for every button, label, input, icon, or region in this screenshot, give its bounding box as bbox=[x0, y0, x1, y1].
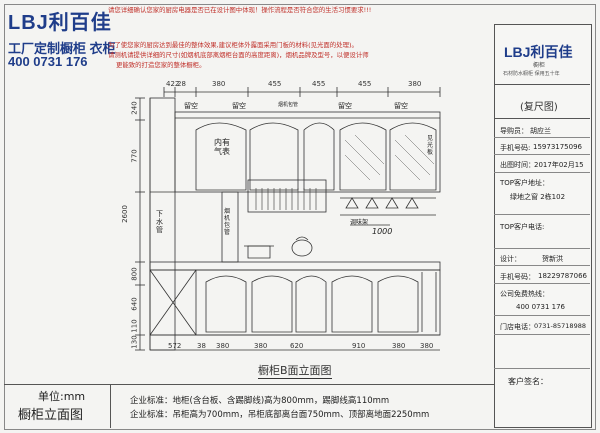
notice-line-2: 为了使您家的厨房达到最佳的整体效果,建议柜体外露面采用门板的材料(见光面的处理)… bbox=[108, 41, 358, 49]
panel-logo: LBJ利百佳 bbox=[504, 44, 573, 60]
drawing-frame bbox=[4, 4, 596, 430]
phone-value: 15973175096 bbox=[533, 143, 582, 151]
address-value: 绿地之窗 2栋102 bbox=[510, 193, 566, 201]
label-hood-pipe: 烟机包管 bbox=[224, 208, 231, 236]
standard-line-2: 企业标准：吊柜高为700mm，吊柜底部离台面750mm、顶部离地面2250mm bbox=[130, 410, 430, 420]
label-seasoning-rack: 调味架 bbox=[350, 219, 369, 226]
left-dim-4: 800 bbox=[130, 267, 139, 281]
unit-label: 单位:mm bbox=[38, 390, 86, 403]
doc-type: (复尺图) bbox=[520, 102, 558, 113]
standard-line-1: 企业标准：地柜(含台板、含踢脚线)高为800mm，踢脚线高110mm bbox=[130, 396, 390, 406]
panel-sep-9 bbox=[494, 283, 590, 284]
elevation-drawing bbox=[135, 87, 441, 351]
bottom-dim-5: 620 bbox=[290, 342, 304, 350]
panel-sep-4 bbox=[494, 154, 590, 155]
left-dim-7: 130 bbox=[130, 335, 139, 349]
customer-phone-label: TOP客户电话: bbox=[500, 223, 545, 231]
label-gas-meter: 内有气表 bbox=[214, 138, 230, 156]
info-panel bbox=[494, 24, 592, 428]
label-empty-1: 留空 bbox=[184, 102, 198, 110]
left-dim-5: 640 bbox=[130, 297, 139, 311]
panel-sep-5 bbox=[494, 172, 590, 173]
top-dim-5: 455 bbox=[312, 80, 326, 88]
top-dim-6: 455 bbox=[358, 80, 372, 88]
panel-sub: 橱柜 bbox=[533, 62, 546, 69]
left-dim-2: 770 bbox=[130, 149, 139, 163]
bottom-dim-4: 380 bbox=[254, 342, 268, 350]
label-height-1000: 1000 bbox=[372, 227, 393, 236]
date-label: 出图时间： bbox=[500, 161, 535, 169]
top-dim-7: 380 bbox=[408, 80, 422, 88]
left-dim-3: 2600 bbox=[120, 205, 129, 223]
bottom-dim-7: 380 bbox=[392, 342, 406, 350]
bottom-dim-6: 910 bbox=[352, 342, 366, 350]
guide-label: 导购员： bbox=[500, 127, 528, 135]
notice-line-4: 更能致的打造您家的整体橱柜。 bbox=[116, 61, 206, 69]
hotline-value: 400 0731 176 bbox=[516, 303, 565, 311]
store-phone-label: 门店电话： bbox=[500, 323, 535, 331]
brand-logo: LBJ利百佳 bbox=[8, 12, 112, 34]
brand-phone: 400 0731 176 bbox=[8, 54, 88, 69]
bottom-dim-3: 380 bbox=[216, 342, 230, 350]
designer-label: 设计： bbox=[500, 255, 521, 263]
top-dim-1: 422 bbox=[166, 80, 180, 88]
panel-sep-1 bbox=[494, 84, 590, 85]
notice-line-3: 请测机请提供详细的尺寸(如烟机底部离烟柜台面的高度距离)，烟机品牌及型号，以便设… bbox=[108, 51, 369, 59]
panel-sep-6 bbox=[494, 214, 590, 215]
drawing-name: 橱柜立面图 bbox=[18, 408, 84, 423]
panel-sep-7 bbox=[494, 248, 590, 249]
left-dim-6: 110 bbox=[130, 319, 139, 333]
drawing-title: 橱柜B面立面图 bbox=[258, 364, 332, 379]
panel-sep-8 bbox=[494, 265, 590, 266]
label-empty-2: 留空 bbox=[232, 102, 246, 110]
designer-phone-value: 18229787066 bbox=[538, 272, 587, 280]
top-dim-2: 28 bbox=[177, 80, 186, 88]
bottom-dim-1: 572 bbox=[168, 342, 182, 350]
bottom-dim-2: 38 bbox=[197, 342, 206, 350]
panel-sep-11 bbox=[494, 334, 590, 335]
footer-divider bbox=[110, 384, 111, 428]
phone-label: 手机号码: bbox=[500, 144, 531, 152]
label-drain: 下水管 bbox=[156, 210, 163, 234]
store-phone-value: 0731-85718988 bbox=[534, 322, 586, 330]
top-dim-3: 380 bbox=[212, 80, 226, 88]
signature-label: 客户签名： bbox=[508, 377, 548, 386]
designer-name: 贺新洪 bbox=[542, 255, 563, 263]
notice-line-1: 请您详细确认您家的厨房电器是否已在设计图中体现！操作流程是否符合您的生活习惯要求… bbox=[108, 6, 372, 14]
bottom-dim-8: 380 bbox=[420, 342, 434, 350]
label-light-board: 见光板 bbox=[427, 135, 434, 156]
address-label: TOP客户地址： bbox=[500, 179, 550, 187]
date-value: 2017年02月15 bbox=[534, 161, 584, 169]
footer-box bbox=[4, 384, 494, 385]
label-empty-4: 留空 bbox=[394, 102, 408, 110]
guide-name: 胡应兰 bbox=[530, 127, 551, 135]
panel-tagline: 石材防水橱柜 保用五十年 bbox=[503, 71, 560, 77]
top-dim-4: 455 bbox=[268, 80, 282, 88]
panel-sep-3 bbox=[494, 137, 590, 138]
brand-slogan: 工厂定制橱柜 衣柜 bbox=[8, 41, 116, 56]
panel-sep-10 bbox=[494, 315, 590, 316]
hotline-label: 公司免费热线： bbox=[500, 290, 549, 298]
panel-sep-2 bbox=[494, 118, 590, 119]
label-cabinet-hood: 烟机包管 bbox=[278, 102, 299, 108]
designer-phone-label: 手机号码： bbox=[500, 273, 535, 281]
panel-sep-12 bbox=[494, 368, 590, 369]
left-dim-1: 240 bbox=[130, 101, 139, 115]
label-empty-3: 留空 bbox=[338, 102, 352, 110]
